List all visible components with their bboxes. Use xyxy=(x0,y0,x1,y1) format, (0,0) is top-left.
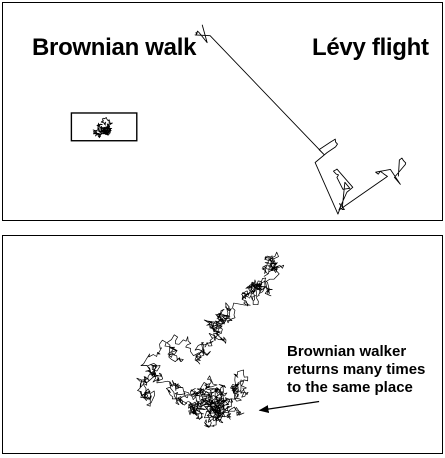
brownian-inset-box xyxy=(70,112,138,142)
caption-line: Brownian walker xyxy=(287,343,407,360)
levy-flight-path xyxy=(194,24,407,215)
brownian-walker-path xyxy=(136,251,285,428)
caption-line: returns many times xyxy=(287,361,426,378)
levy-flight-label: Lévy flight xyxy=(312,34,429,61)
bottom-panel: Brownian walker returns many times to th… xyxy=(2,235,443,454)
top-panel-canvas xyxy=(70,24,407,215)
pointer-arrow xyxy=(258,400,320,413)
brownian-walker-caption: Brownian walker returns many times to th… xyxy=(287,343,425,397)
brownian-walk-label: Brownian walk xyxy=(32,34,197,61)
bottom-panel-canvas xyxy=(136,251,320,428)
top-panel: Brownian walk Lévy flight xyxy=(2,2,443,221)
brownian-walk-path xyxy=(92,117,113,139)
caption-line: to the same place xyxy=(287,379,413,396)
